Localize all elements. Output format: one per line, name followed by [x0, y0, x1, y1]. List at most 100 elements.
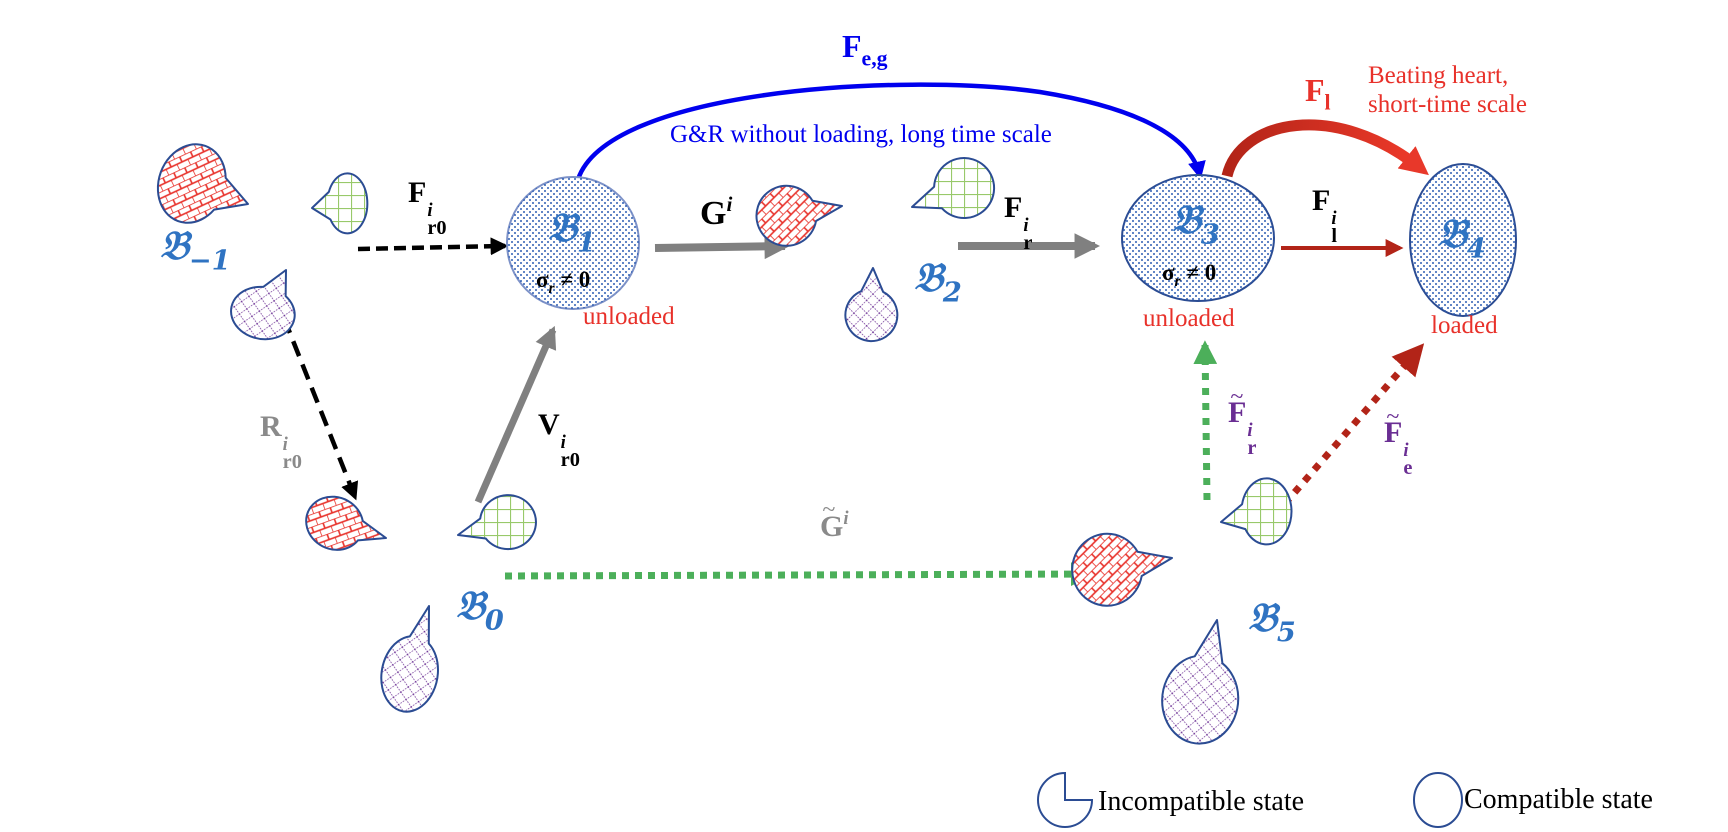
map-base: F: [1384, 405, 1402, 448]
stress-label-B1: σr ≠ 0: [536, 268, 590, 297]
config-B4-shape: [1409, 163, 1517, 317]
piece-B2-purple: [844, 267, 899, 343]
map-sub: r0: [427, 217, 447, 240]
piece-B-1-purple: [230, 269, 296, 341]
label-B3-symbol: 𝔅: [1172, 196, 1201, 243]
stress-relation: ≠ 0: [1186, 260, 1217, 285]
arrow-Frtilde: [1193, 340, 1218, 501]
stress-sub: r: [548, 279, 555, 297]
map-sup: i: [282, 433, 288, 455]
map-base: R: [260, 410, 282, 443]
legend-incompatible-label: Incompatible state: [1098, 786, 1305, 817]
stress-sub: r: [1174, 272, 1181, 290]
label-B5: 𝔅5: [1248, 598, 1296, 647]
map-base: F: [1305, 72, 1325, 108]
map-base: G: [820, 498, 843, 542]
arrow-G: [654, 233, 791, 260]
arrow-Rr0: [281, 317, 359, 501]
map-sup: i: [1403, 439, 1409, 461]
map-label-Frtilde: Fir: [1228, 385, 1257, 460]
map-sup: i: [1247, 419, 1253, 441]
config-B1-shape: [506, 176, 640, 310]
map-sup: i: [843, 508, 849, 529]
stress-symbol: σ: [536, 267, 549, 292]
map-sub: e,g: [861, 46, 888, 71]
map-base: F: [1312, 184, 1331, 217]
piece-B-1-green: [311, 172, 369, 235]
arrow-Fetilde: [1272, 343, 1425, 518]
label-B0-symbol: 𝔅: [456, 582, 485, 629]
piece-B5-green: [1220, 477, 1293, 546]
label-B1-sub: 1: [576, 226, 596, 259]
label-B1: 𝔅1: [548, 208, 596, 257]
map-label-Fetilde: Fie: [1384, 405, 1413, 480]
map-sub: l: [1324, 90, 1331, 115]
stress-relation: ≠ 0: [560, 267, 591, 292]
map-sup: i: [726, 192, 733, 216]
map-label-Gtilde: Gi: [820, 498, 849, 542]
piece-B-1-red: [156, 143, 249, 224]
map-sup: i: [1331, 207, 1337, 229]
map-sub: r0: [560, 449, 580, 472]
label-B4: 𝔅4: [1438, 214, 1486, 263]
label-B4-symbol: 𝔅: [1438, 210, 1467, 257]
label-B-1-sub: −1: [188, 244, 231, 277]
map-base: F: [1004, 191, 1023, 224]
caption-Fl: Beating heart, short-time scale: [1368, 62, 1527, 120]
map-base: V: [538, 408, 560, 441]
caption-Feg: G&R without loading, long time scale: [670, 121, 1052, 148]
map-base: F: [408, 176, 427, 209]
piece-B0-red: [305, 495, 387, 551]
arrow-Fl: [1221, 119, 1429, 178]
map-sub: l: [1331, 225, 1337, 248]
label-B1-symbol: 𝔅: [548, 204, 577, 251]
label-B4-sub: 4: [1466, 232, 1486, 265]
map-sup: i: [1023, 214, 1029, 236]
map-label-Fl: Fl: [1305, 74, 1331, 114]
config-B3-shape: [1121, 174, 1275, 302]
label-B2-sub: 2: [942, 276, 962, 309]
label-B2: 𝔅2: [914, 258, 962, 307]
legend-compatible-icon: [1413, 772, 1463, 828]
label-B3-sub: 3: [1200, 218, 1220, 251]
arrow-Feg: [574, 82, 1206, 184]
map-label-Feg: Fe,g: [842, 30, 888, 70]
caption-Fl-line2: short-time scale: [1368, 90, 1527, 118]
label-B5-sub: 5: [1276, 616, 1296, 649]
map-sub: e: [1403, 457, 1413, 480]
map-sub: r0: [282, 451, 302, 474]
label-B3: 𝔅3: [1172, 200, 1220, 249]
map-sup: i: [427, 199, 433, 221]
arrow-Gtilde: [504, 562, 1095, 586]
piece-B2-red: [755, 184, 843, 247]
label-B5-symbol: 𝔅: [1248, 594, 1277, 641]
arrow-Fr0: [357, 237, 509, 256]
state-label-B1: unloaded: [583, 303, 675, 330]
map-sup: i: [560, 431, 566, 453]
piece-B0-purple: [380, 605, 439, 713]
piece-B5-red: [1071, 532, 1173, 607]
state-label-B3: unloaded: [1143, 305, 1235, 332]
caption-Fl-line1: Beating heart,: [1368, 62, 1509, 89]
label-B-1-symbol: 𝔅: [160, 222, 189, 269]
stress-symbol: σ: [1162, 260, 1175, 285]
map-sub: r: [1247, 437, 1257, 460]
legend-compatible-label: Compatible state: [1464, 784, 1653, 815]
map-base: G: [700, 195, 727, 233]
map-base: F: [842, 28, 862, 64]
legend-incompatible-icon: [1037, 771, 1094, 828]
label-B0-sub: 0: [484, 604, 504, 637]
piece-B0-green: [457, 494, 537, 551]
label-B-1: 𝔅−1: [160, 226, 231, 275]
map-base: F: [1228, 385, 1246, 428]
label-B0: 𝔅0: [456, 586, 504, 635]
piece-B5-purple: [1161, 619, 1240, 745]
arrow-Vr0: [474, 325, 557, 504]
label-B2-symbol: 𝔅: [914, 254, 943, 301]
stress-label-B3: σr ≠ 0: [1162, 261, 1216, 290]
